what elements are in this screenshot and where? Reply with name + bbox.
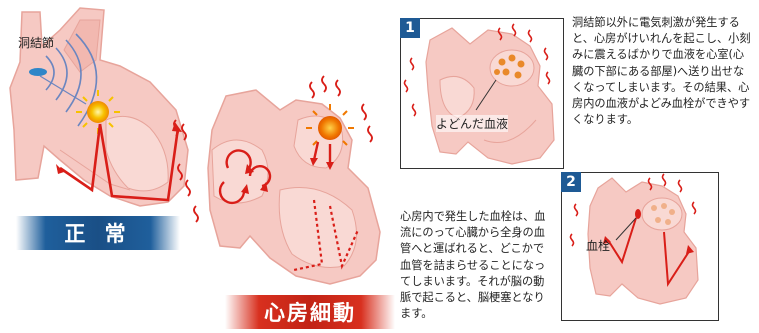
sinus-node [29, 68, 47, 76]
panel-1-number: 1 [400, 18, 420, 38]
afib-banner: 心房細動 [225, 295, 395, 329]
sinus-node-label: 洞結節 [18, 34, 54, 51]
panel-2-frame [561, 172, 719, 321]
electrical-spark [87, 101, 109, 123]
panel-1-description: 洞結節以外に電気刺激が発生すると、心房がけいれんを起こし、小刻みに震えるばかりで… [572, 15, 752, 128]
embolism-description: 心房内で発生した血栓は、血流にのって心臓から全身の血管へと運ばれると、どこかで血… [400, 209, 548, 322]
stagnant-blood-label: よどんだ血液 [436, 115, 508, 132]
panel-2-number: 2 [561, 172, 581, 192]
thrombus-label: 血栓 [586, 237, 610, 254]
panel-1-frame [400, 18, 564, 169]
normal-banner: 正 常 [16, 216, 180, 250]
afib-heart-illustration [174, 76, 380, 284]
